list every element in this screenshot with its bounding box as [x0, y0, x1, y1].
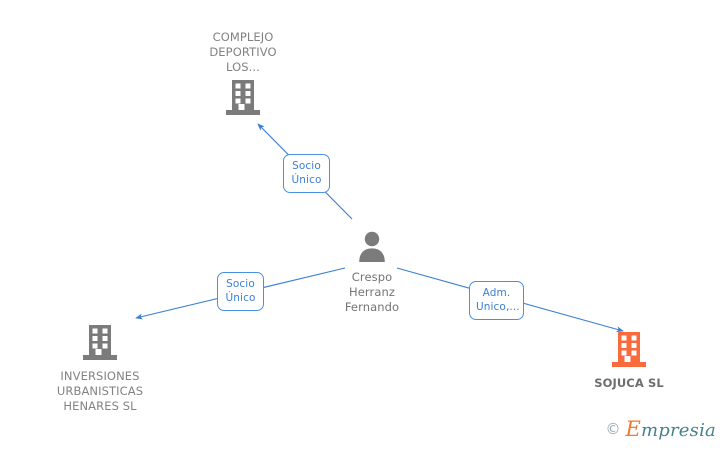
- node-label-inversiones: INVERSIONES URBANISTICAS HENARES SL: [56, 369, 144, 413]
- brand-name: Empresia: [625, 419, 716, 440]
- building-icon: [36, 323, 164, 365]
- copyright-icon: ©: [605, 420, 621, 438]
- node-label-person: Crespo Herranz Fernando: [344, 270, 400, 314]
- node-label-complejo: COMPLEJO DEPORTIVO LOS...: [209, 30, 277, 74]
- empresia-watermark: © Empresia: [605, 419, 716, 440]
- node-company-sojuca[interactable]: SOJUCA SL: [570, 330, 688, 391]
- building-icon: [570, 330, 688, 372]
- brand-rest: mpresia: [641, 420, 716, 441]
- relation-chip-complejo[interactable]: Socio Único: [283, 154, 330, 193]
- node-company-complejo[interactable]: COMPLEJO DEPORTIVO LOS...: [183, 30, 303, 120]
- building-icon: [183, 78, 303, 120]
- person-icon: [322, 230, 422, 266]
- brand-initial: E: [625, 417, 642, 441]
- node-person-crespo-herranz-fernando[interactable]: Crespo Herranz Fernando: [322, 230, 422, 315]
- node-company-inversiones[interactable]: INVERSIONES URBANISTICAS HENARES SL: [36, 323, 164, 414]
- relation-chip-inversiones[interactable]: Socio Único: [217, 272, 264, 311]
- node-label-sojuca: SOJUCA SL: [594, 376, 664, 390]
- relation-chip-sojuca[interactable]: Adm. Unico,...: [469, 281, 524, 320]
